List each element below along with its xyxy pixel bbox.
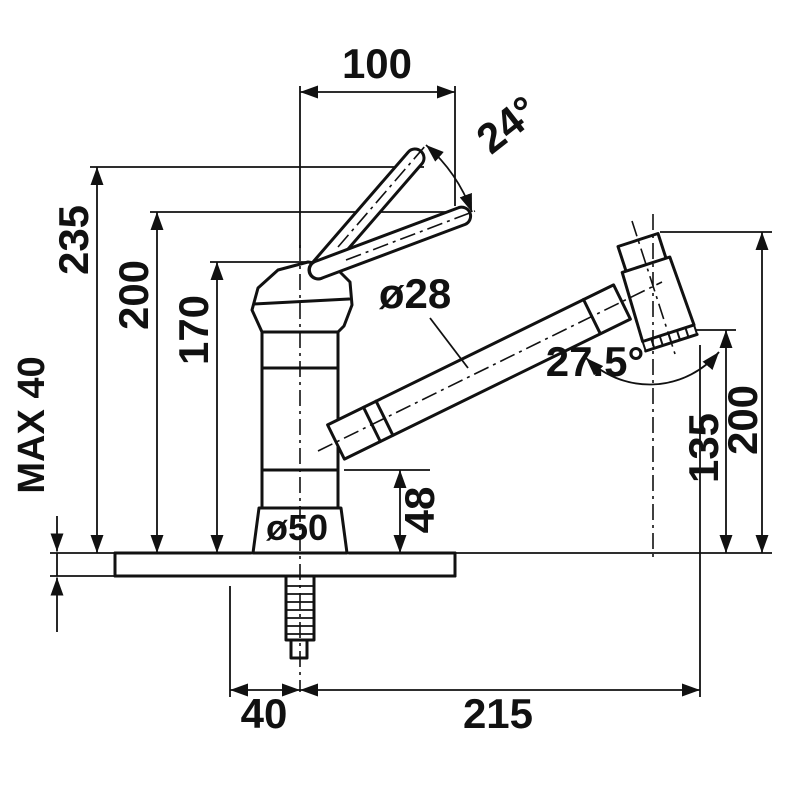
- spout-ring: [374, 399, 395, 437]
- dim-label-215: 215: [463, 690, 533, 737]
- aerator-tooth: [684, 327, 690, 338]
- dim-label-170: 170: [170, 295, 217, 365]
- dim-label-d50: ø50: [266, 507, 328, 548]
- shank-tailpiece: [289, 638, 309, 660]
- angle-arc-24deg: [425, 144, 473, 213]
- dim-label-d28: ø28: [379, 270, 451, 317]
- dim-label-235: 235: [50, 205, 97, 275]
- dimension-labels: 100 24° 235 200 170 MAX 40 ø28 27.5° 135…: [11, 40, 766, 737]
- dim-label-135: 135: [680, 413, 727, 483]
- dim-label-200-right: 200: [719, 385, 766, 455]
- faucet-base: [251, 506, 349, 555]
- lever-lowered: [307, 205, 473, 281]
- aerator-tooth: [693, 324, 699, 335]
- aerator-tooth: [658, 335, 664, 346]
- dim-label-100: 100: [342, 40, 412, 87]
- faucet: [250, 147, 699, 660]
- dim-label-27-5deg: 27.5°: [546, 338, 645, 385]
- angle-arc-27-5deg: [585, 351, 720, 386]
- spray-head-body: [620, 255, 696, 343]
- spray-head-axis-centerline: [631, 220, 676, 355]
- aerator-tooth: [641, 341, 647, 352]
- d28-leader-line: [429, 317, 469, 369]
- spout-centerline: [317, 281, 663, 452]
- centerlines: [299, 144, 676, 692]
- cap-facet-line: [252, 297, 351, 306]
- aerator-tooth: [675, 330, 681, 341]
- dim-label-40: 40: [241, 690, 288, 737]
- countertop: [113, 551, 457, 578]
- dim-label-200-left: 200: [110, 260, 157, 330]
- dim-label-max-40: MAX 40: [11, 356, 53, 493]
- lever-raised-centerline: [337, 144, 427, 248]
- dim-label-48: 48: [396, 487, 443, 534]
- lever-lowered-centerline: [345, 210, 476, 261]
- dim-label-24deg: 24°: [468, 87, 547, 163]
- dimension-lines: [50, 85, 772, 697]
